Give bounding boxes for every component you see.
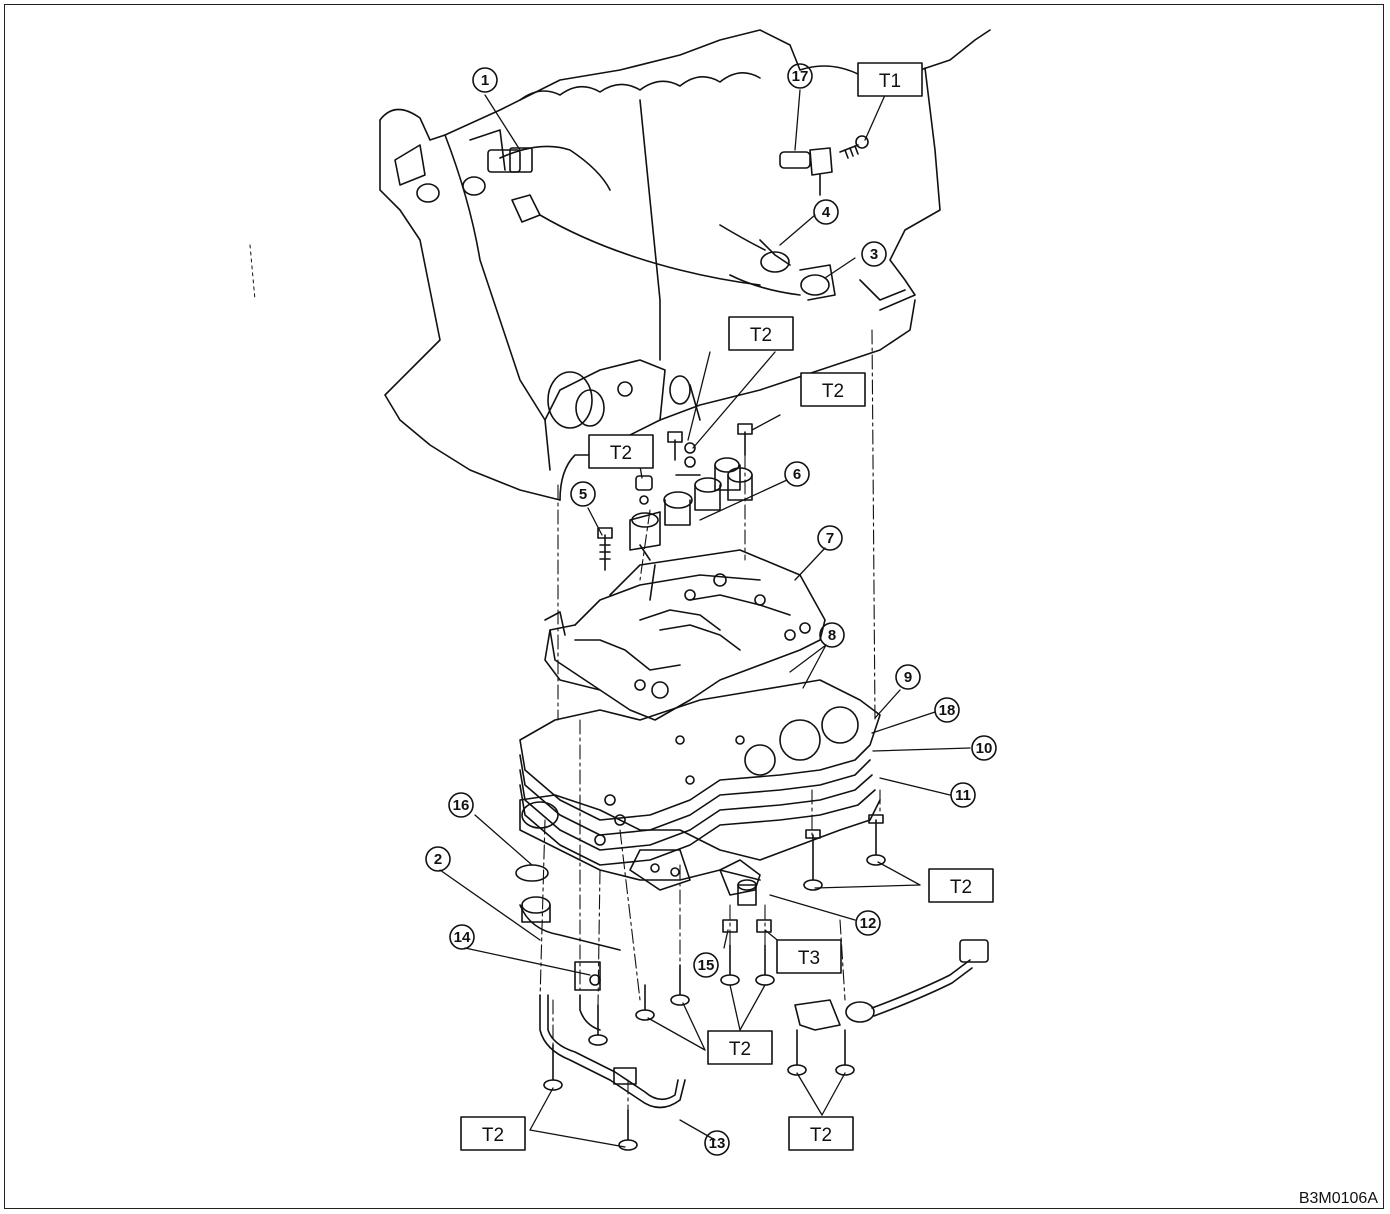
svg-text:14: 14 <box>454 929 471 946</box>
lower-bolts <box>543 814 886 1151</box>
torque-box-t3: T3 <box>776 939 842 974</box>
torque-box-t2-c: T2 <box>588 434 654 469</box>
svg-text:18: 18 <box>939 702 956 719</box>
svg-text:T1: T1 <box>879 71 901 92</box>
callout-4: 4 <box>813 199 839 225</box>
callout-6: 6 <box>784 461 810 487</box>
svg-text:17: 17 <box>792 68 809 85</box>
svg-text:T2: T2 <box>810 1125 832 1146</box>
svg-text:9: 9 <box>904 669 912 686</box>
callout-9: 9 <box>895 664 921 690</box>
speed-sensor-17 <box>779 135 869 196</box>
svg-text:T3: T3 <box>798 948 820 969</box>
svg-text:7: 7 <box>826 530 834 547</box>
callout-18: 18 <box>934 697 960 723</box>
svg-text:10: 10 <box>976 740 993 757</box>
callout-5: 5 <box>570 481 596 507</box>
torque-box-t2-d: T2 <box>928 868 994 903</box>
oil-pipe-13 <box>539 994 686 1109</box>
svg-text:T2: T2 <box>822 381 844 402</box>
svg-text:T2: T2 <box>950 877 972 898</box>
svg-text:T2: T2 <box>482 1125 504 1146</box>
callout-2: 2 <box>425 846 451 872</box>
callout-13: 13 <box>704 1130 730 1156</box>
solenoid-assembly <box>597 423 753 571</box>
callout-8: 8 <box>819 622 845 648</box>
callout-1: 1 <box>472 67 498 93</box>
svg-text:2: 2 <box>434 851 442 868</box>
callout-16: 16 <box>448 792 474 818</box>
callout-7: 7 <box>817 525 843 551</box>
callout-numbers: 1 17 4 3 5 6 7 8 9 18 10 11 16 2 12 14 1… <box>425 63 997 1156</box>
alignment-lines <box>539 329 881 1111</box>
svg-text:15: 15 <box>698 957 715 974</box>
svg-text:T2: T2 <box>729 1039 751 1060</box>
svg-text:13: 13 <box>709 1135 726 1152</box>
callout-17: 17 <box>787 63 813 89</box>
leader-lines <box>439 89 971 1148</box>
callout-11: 11 <box>950 782 976 808</box>
svg-text:6: 6 <box>793 466 801 483</box>
svg-text:8: 8 <box>828 627 836 644</box>
callout-14: 14 <box>449 924 475 950</box>
svg-text:5: 5 <box>579 486 587 503</box>
torque-box-t2-a: T2 <box>728 316 794 351</box>
torque-box-t1: T1 <box>857 62 923 97</box>
accumulator-parts <box>515 864 621 951</box>
callout-10: 10 <box>971 735 997 761</box>
svg-text:16: 16 <box>453 797 470 814</box>
lower-valve-body <box>519 794 881 896</box>
callout-12: 12 <box>855 910 881 936</box>
transmission-case <box>249 29 991 501</box>
torque-labels: T1 T2 T2 T2 T2 T3 T2 T2 T2 <box>460 62 994 1151</box>
svg-text:3: 3 <box>870 246 878 263</box>
separator-plates <box>519 679 881 866</box>
svg-text:T2: T2 <box>750 325 772 346</box>
control-valve-body <box>544 549 826 721</box>
figure-frame <box>4 4 1384 1209</box>
torque-box-t2-f: T2 <box>460 1116 526 1151</box>
wiring-harness <box>487 145 836 301</box>
torque-box-t2-e: T2 <box>707 1030 773 1065</box>
torque-box-t2-g: T2 <box>788 1116 854 1151</box>
callout-15: 15 <box>693 952 719 978</box>
sensor-14 <box>574 961 601 991</box>
svg-text:11: 11 <box>955 787 971 804</box>
callout-3: 3 <box>861 241 887 267</box>
atf-temp-sensor <box>794 939 989 1031</box>
svg-text:12: 12 <box>860 915 877 932</box>
figure-id-label: B3M0106A <box>1298 1190 1378 1207</box>
svg-text:1: 1 <box>481 72 489 89</box>
svg-text:T2: T2 <box>610 443 632 464</box>
parts-12-15 <box>722 879 772 933</box>
torque-box-t2-b: T2 <box>800 372 866 407</box>
svg-text:4: 4 <box>822 204 831 221</box>
